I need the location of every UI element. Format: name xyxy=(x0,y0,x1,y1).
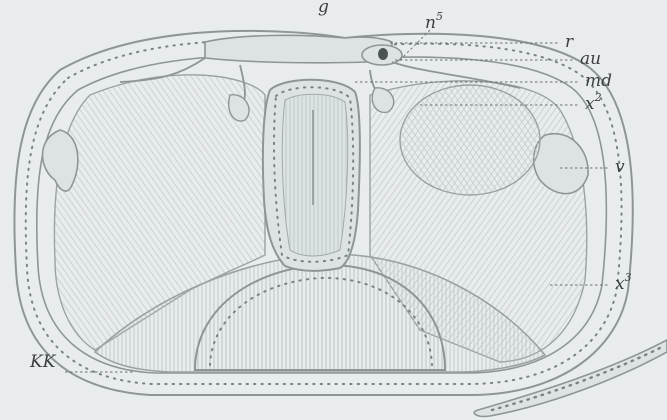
nerve-n5-dark xyxy=(378,48,388,60)
label-KK: KK xyxy=(29,352,57,372)
right-muscle-x2 xyxy=(400,85,540,195)
label-md: md xyxy=(585,71,612,91)
label-x2-sup: 2 xyxy=(594,91,602,104)
label-x2-base: x xyxy=(585,94,595,114)
label-n5-base: n xyxy=(425,13,436,33)
label-v: v xyxy=(615,157,625,177)
label-top-partial: g xyxy=(318,0,329,17)
neural-tube-fibers xyxy=(282,94,347,256)
label-x3-sup: 3 xyxy=(625,271,632,284)
label-r: r xyxy=(565,32,574,52)
label-au: au xyxy=(580,49,601,69)
label-n5-sup: 5 xyxy=(436,10,443,23)
label-x3-base: x xyxy=(615,274,625,294)
